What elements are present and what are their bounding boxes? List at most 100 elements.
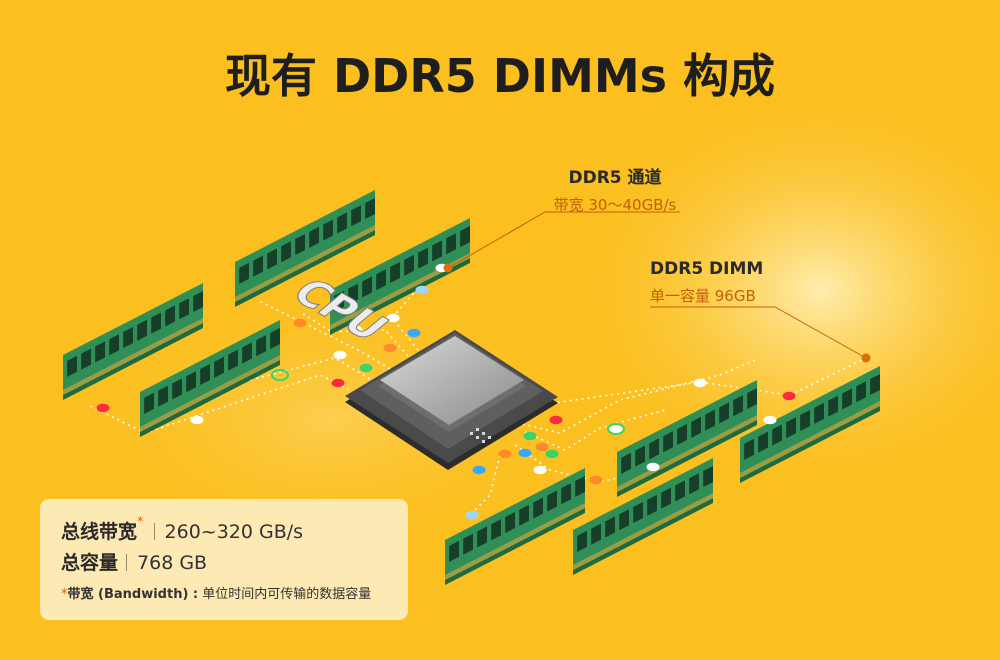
dram-chip: [123, 327, 133, 349]
channel-marker-ring: [271, 369, 289, 381]
dram-chip: [67, 355, 77, 377]
channel-marker: [549, 415, 563, 425]
dram-chip: [689, 473, 699, 495]
dram-chip: [758, 431, 768, 453]
dram-chip: [446, 233, 456, 255]
dram-chip: [591, 523, 601, 545]
dram-chip: [144, 392, 154, 414]
footnote-term: 带宽 (Bandwidth) :: [67, 587, 199, 602]
footnote: *带宽 (Bandwidth) : 单位时间内可传输的数据容量: [61, 583, 371, 602]
dram-chip: [362, 276, 372, 298]
dram-chip: [621, 452, 631, 474]
dram-chip: [404, 254, 414, 276]
dram-chip: [348, 283, 358, 305]
dram-chip: [256, 335, 266, 357]
dram-chip: [677, 424, 687, 446]
dimm-contacts: [140, 355, 280, 432]
channel-line: [504, 359, 756, 434]
channel-marker: [523, 431, 537, 441]
channel-marker: [349, 325, 363, 335]
channel-marker: [331, 378, 345, 388]
divider: [126, 554, 128, 571]
dram-chip: [151, 312, 161, 334]
dram-chip: [186, 371, 196, 393]
dram-chip: [460, 226, 470, 248]
dram-chip: [200, 364, 210, 386]
dram-chip: [519, 504, 529, 526]
dram-chip: [575, 476, 585, 498]
channel-marker: [763, 415, 777, 425]
dram-chip: [449, 540, 459, 562]
dram-chip: [661, 487, 671, 509]
channel-marker: [465, 510, 479, 520]
dram-chip: [635, 445, 645, 467]
dram-chip: [337, 212, 347, 234]
dram-chip: [158, 385, 168, 407]
capacity-value: 768 GB: [137, 552, 208, 574]
dimm-modules: [63, 190, 880, 585]
dram-chip: [691, 416, 701, 438]
dimm-callout-leader: [650, 306, 871, 363]
channel-marker: [96, 403, 110, 413]
dimm-contacts: [445, 503, 585, 580]
dram-chip: [193, 291, 203, 313]
dram-chip: [786, 417, 796, 439]
page-title: 现有 DDR5 DIMMs 构成: [224, 49, 776, 103]
dimm-callout-detail: 单一容量 96GB: [650, 287, 756, 305]
dimm-edge: [573, 498, 713, 575]
channel-marker: [415, 285, 429, 295]
channel-callout-name: DDR5 通道: [568, 168, 662, 188]
channel-marker: [589, 475, 603, 485]
dram-chip: [376, 269, 386, 291]
dimm-module: [573, 458, 713, 575]
dram-chip: [418, 247, 428, 269]
dimm-contacts: [740, 401, 880, 478]
channel-marker: [407, 328, 421, 338]
dram-chip: [295, 234, 305, 256]
dram-chip: [649, 438, 659, 460]
dram-chip: [253, 255, 263, 277]
bandwidth-star: *: [137, 515, 144, 530]
channel-marker: [535, 442, 549, 452]
dimm-contacts: [617, 415, 757, 492]
dram-chip: [814, 402, 824, 424]
dram-chip: [172, 378, 182, 400]
dram-chip: [365, 198, 375, 220]
dram-chip: [747, 388, 757, 410]
dram-chip: [491, 519, 501, 541]
channel-marker: [646, 462, 660, 472]
dimm-edge: [140, 360, 280, 437]
dram-chip: [561, 483, 571, 505]
dram-chip: [242, 342, 252, 364]
dimm-edge: [330, 258, 470, 335]
cpu-chip: CPU: [281, 271, 558, 470]
dram-chip: [95, 341, 105, 363]
channel-marker: [359, 363, 373, 373]
channel-callout-leader: [443, 211, 680, 273]
dram-chip: [842, 388, 852, 410]
cpu-heatspreader: [380, 336, 524, 425]
dram-chip: [179, 298, 189, 320]
channel-marker: [533, 465, 547, 475]
dram-chip: [109, 334, 119, 356]
dram-chip: [165, 305, 175, 327]
dimm-module: [140, 320, 280, 437]
dram-chip: [870, 374, 880, 396]
dram-chip: [390, 262, 400, 284]
dram-chip: [214, 356, 224, 378]
dram-chip: [633, 502, 643, 524]
channel-marker: [383, 343, 397, 353]
dram-chip: [733, 395, 743, 417]
channel-marker: [386, 313, 400, 323]
dram-chip: [719, 402, 729, 424]
dram-chip: [647, 494, 657, 516]
footnote-text: 单位时间内可传输的数据容量: [198, 587, 372, 602]
channel-marker: [498, 449, 512, 459]
dram-chip: [605, 516, 615, 538]
channel-marker: [333, 350, 347, 360]
channel-marker: [518, 448, 532, 458]
dram-chip: [547, 490, 557, 512]
dram-chip: [505, 512, 515, 534]
